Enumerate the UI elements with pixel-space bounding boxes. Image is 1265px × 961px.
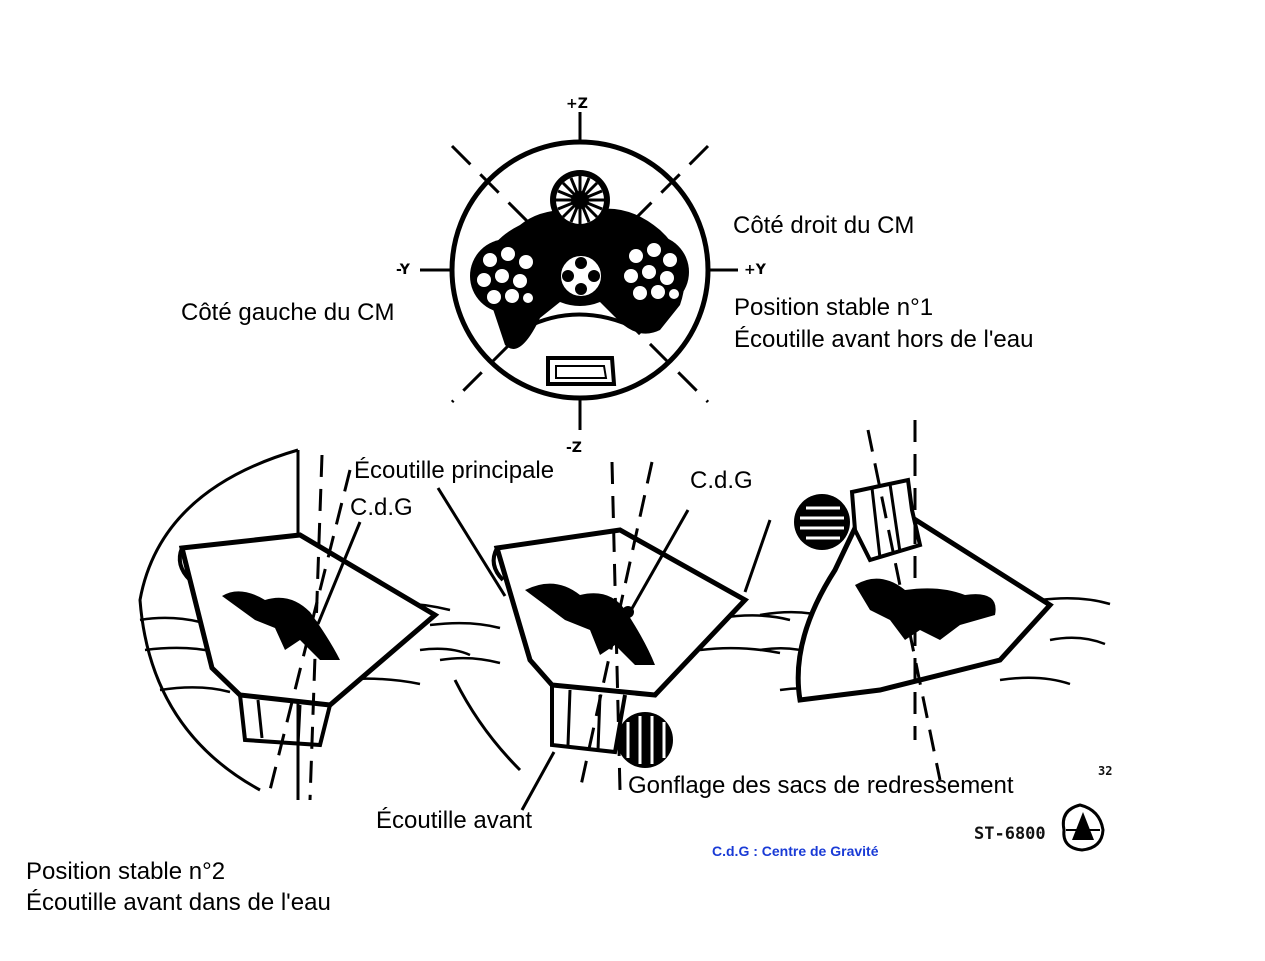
label-inflation: Gonflage des sacs de redressement	[628, 772, 1014, 799]
label-stable-1-line1: Position stable n°1	[734, 294, 934, 321]
emblem-icon	[1061, 803, 1105, 852]
label-stable-1-line2: Écoutille avant hors de l'eau	[734, 326, 1034, 353]
stamp-page: 32	[1098, 764, 1113, 778]
label-main-hatch: Écoutille principale	[354, 457, 555, 484]
stamp-code: ST-6800	[974, 824, 1046, 844]
capsule-upright	[759, 420, 1111, 781]
top-view-figure	[420, 112, 738, 430]
axis-plus-y-label: +Y	[744, 262, 766, 278]
label-left-side: Côté gauche du CM	[181, 299, 395, 326]
axis-minus-y-label: -Y	[396, 262, 410, 278]
label-stable-2-line1: Position stable n°2	[26, 858, 226, 885]
label-right-side: Côté droit du CM	[733, 212, 915, 239]
axis-plus-z-label: +Z	[566, 96, 588, 112]
label-front-hatch: Écoutille avant	[376, 807, 533, 834]
label-cog-right: C.d.G	[690, 467, 753, 494]
axis-minus-z-label: -Z	[566, 440, 582, 456]
label-stable-2-line2: Écoutille avant dans de l'eau	[26, 889, 331, 916]
legend-cog: C.d.G : Centre de Gravité	[712, 843, 879, 859]
capsule-middle	[429, 461, 791, 811]
capsule-stable-2	[138, 448, 471, 801]
label-cog-left: C.d.G	[350, 494, 413, 521]
